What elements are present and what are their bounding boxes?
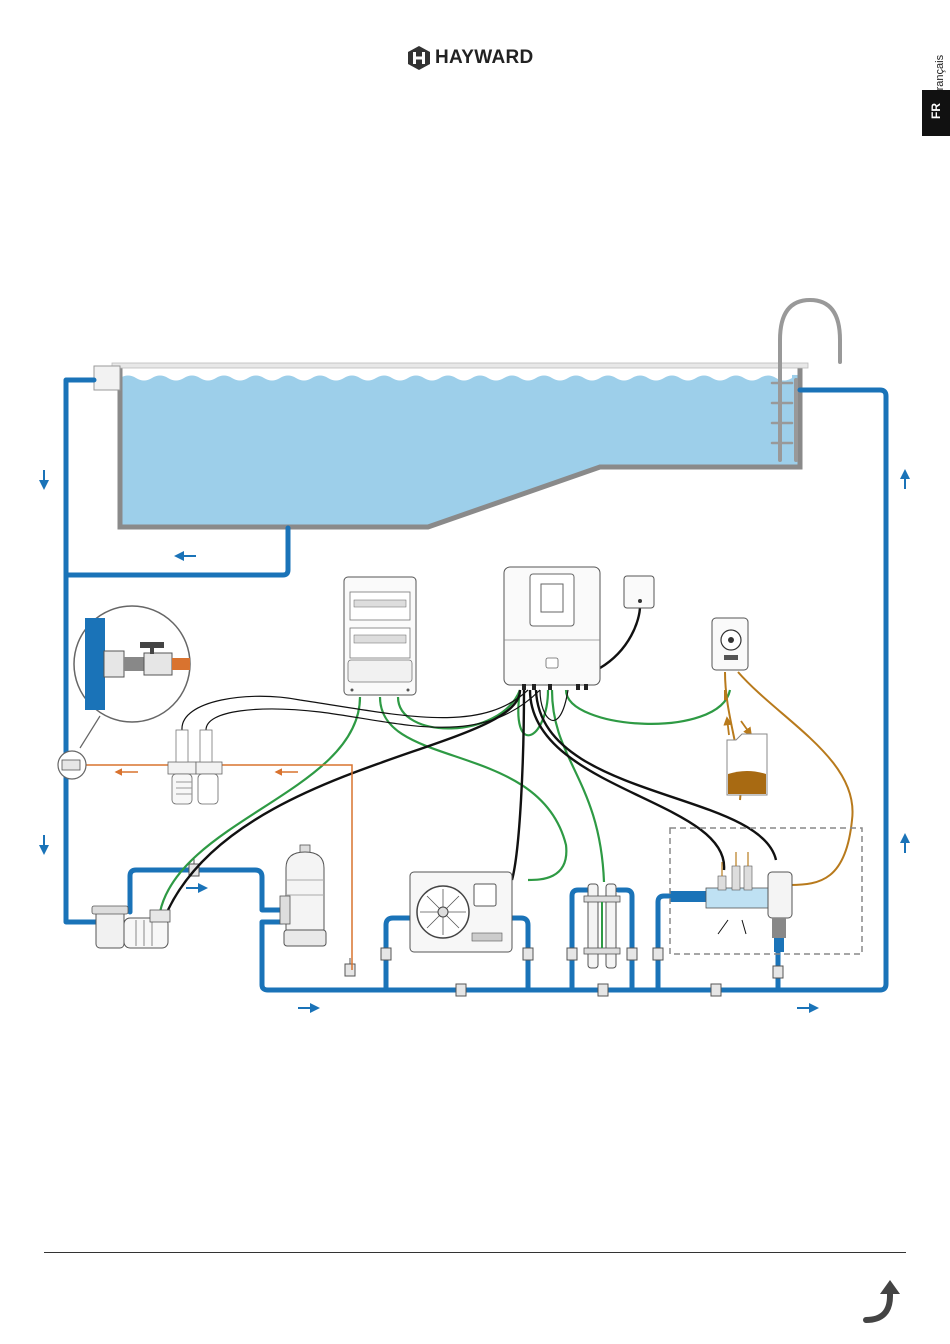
valve (653, 948, 663, 960)
uv-sterilizer (584, 884, 620, 968)
curved-arrow-next-page-icon[interactable] (860, 1276, 906, 1324)
valve (627, 948, 637, 960)
valve (567, 948, 577, 960)
cell-inlet-pipe (670, 891, 710, 902)
pool-filter (280, 845, 326, 946)
heat-pump (410, 872, 512, 952)
black-cables (168, 606, 776, 910)
valve (598, 984, 608, 996)
valve (773, 966, 783, 978)
pool-controller-unit (504, 567, 600, 690)
electrical-control-panel (344, 577, 416, 695)
footer-divider (44, 1252, 906, 1253)
chemical-dosing-pump (712, 618, 748, 670)
valve (456, 984, 466, 996)
valve (345, 958, 355, 976)
wireless-module (624, 576, 654, 608)
valve (711, 984, 721, 996)
chemical-tank (727, 734, 767, 795)
sampling-valve-detail (58, 606, 190, 779)
probe-holder (168, 730, 222, 804)
swimming-pool (94, 363, 808, 527)
valve (523, 948, 533, 960)
valve (381, 948, 391, 960)
